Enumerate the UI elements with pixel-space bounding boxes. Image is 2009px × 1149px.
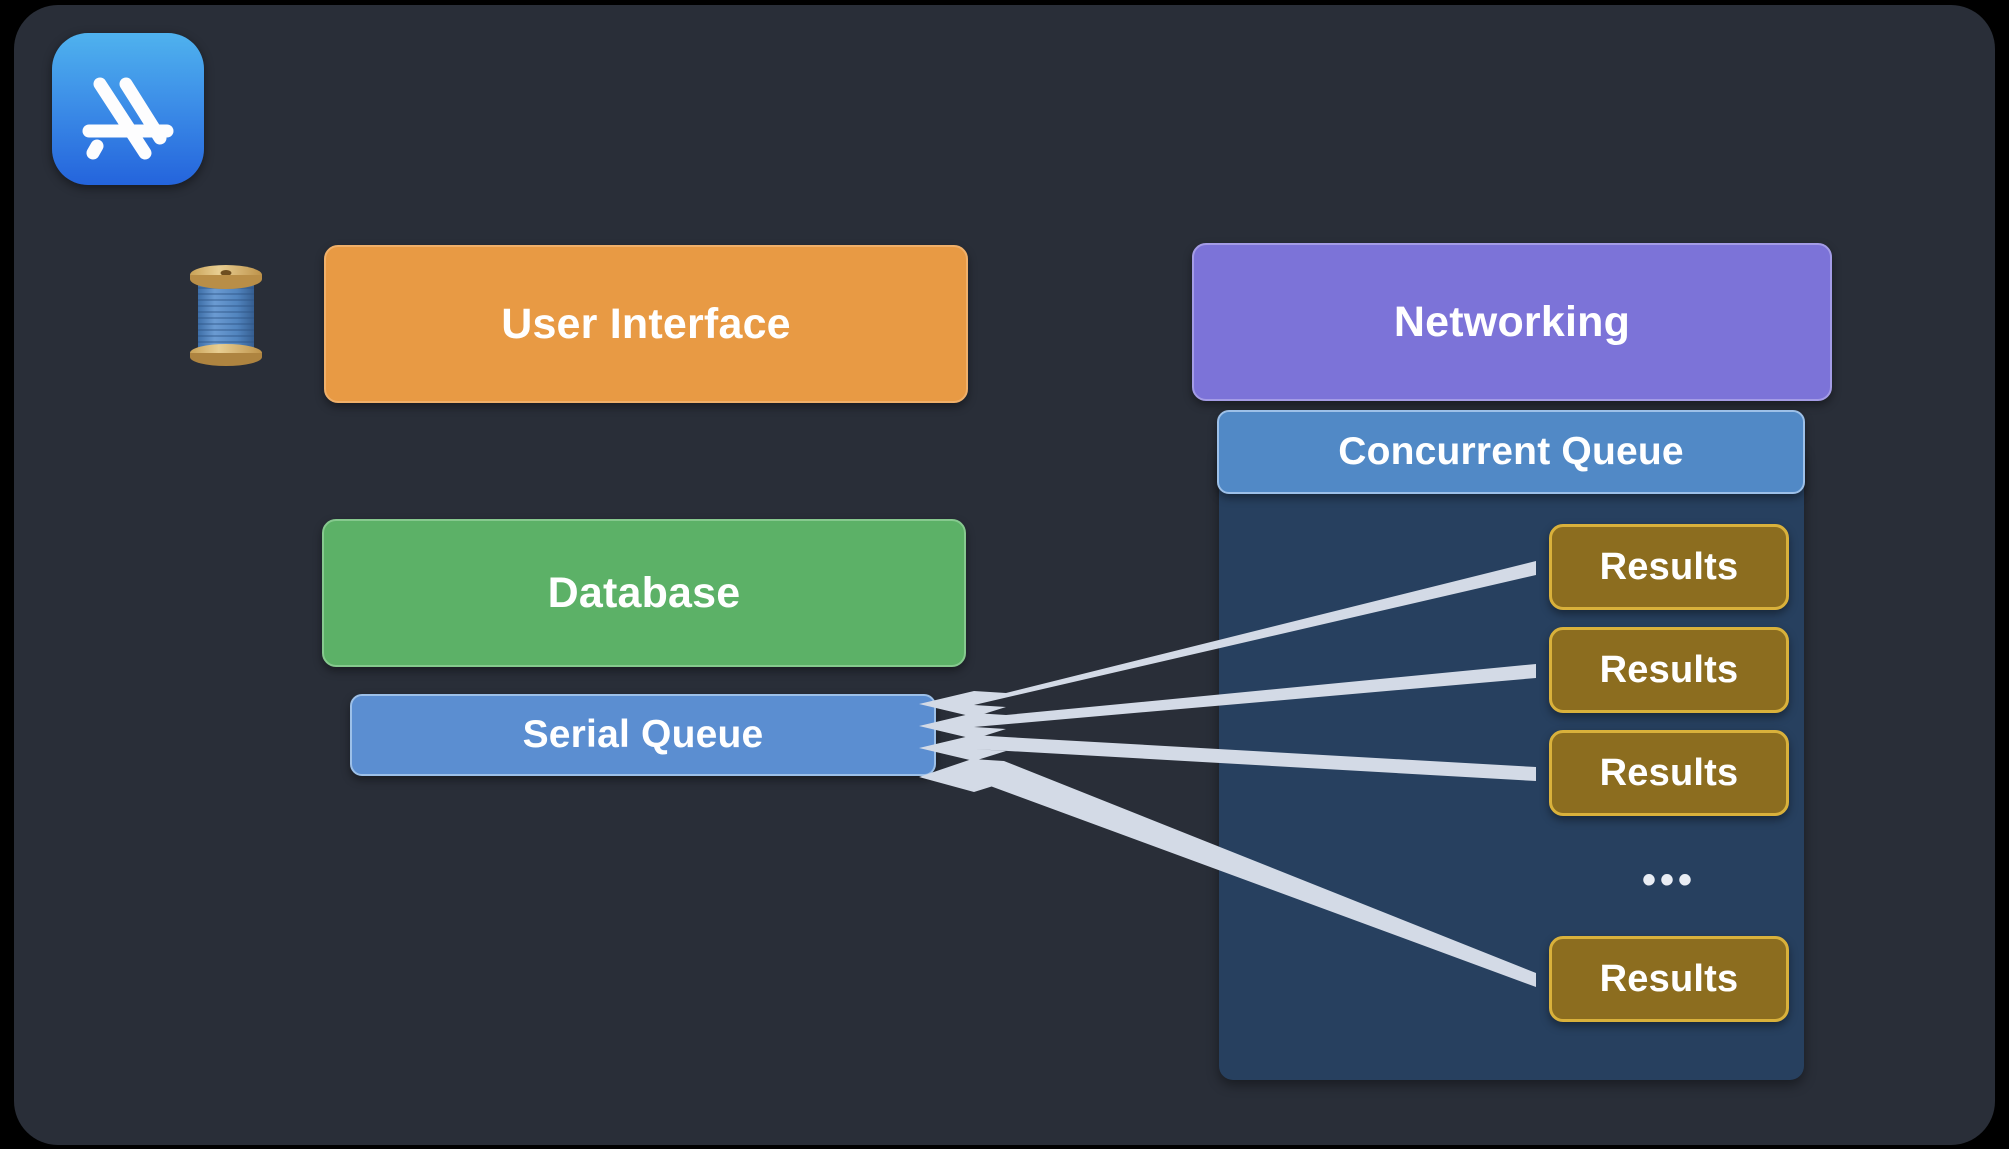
block-result[interactable]: Results: [1549, 627, 1789, 713]
block-networking[interactable]: Networking: [1192, 243, 1832, 401]
slide-panel: User Interface Database Serial Queue Net…: [14, 5, 1995, 1145]
results-ellipsis: •••: [1641, 858, 1696, 902]
block-result[interactable]: Results: [1549, 524, 1789, 610]
block-database[interactable]: Database: [322, 519, 966, 667]
block-result[interactable]: Results: [1549, 936, 1789, 1022]
app-store-icon[interactable]: [52, 33, 204, 185]
block-user-interface[interactable]: User Interface: [324, 245, 968, 403]
block-result[interactable]: Results: [1549, 730, 1789, 816]
block-concurrent-queue[interactable]: Concurrent Queue: [1217, 410, 1805, 494]
block-serial-queue[interactable]: Serial Queue: [350, 694, 936, 776]
thread-spool-icon: [182, 253, 270, 373]
